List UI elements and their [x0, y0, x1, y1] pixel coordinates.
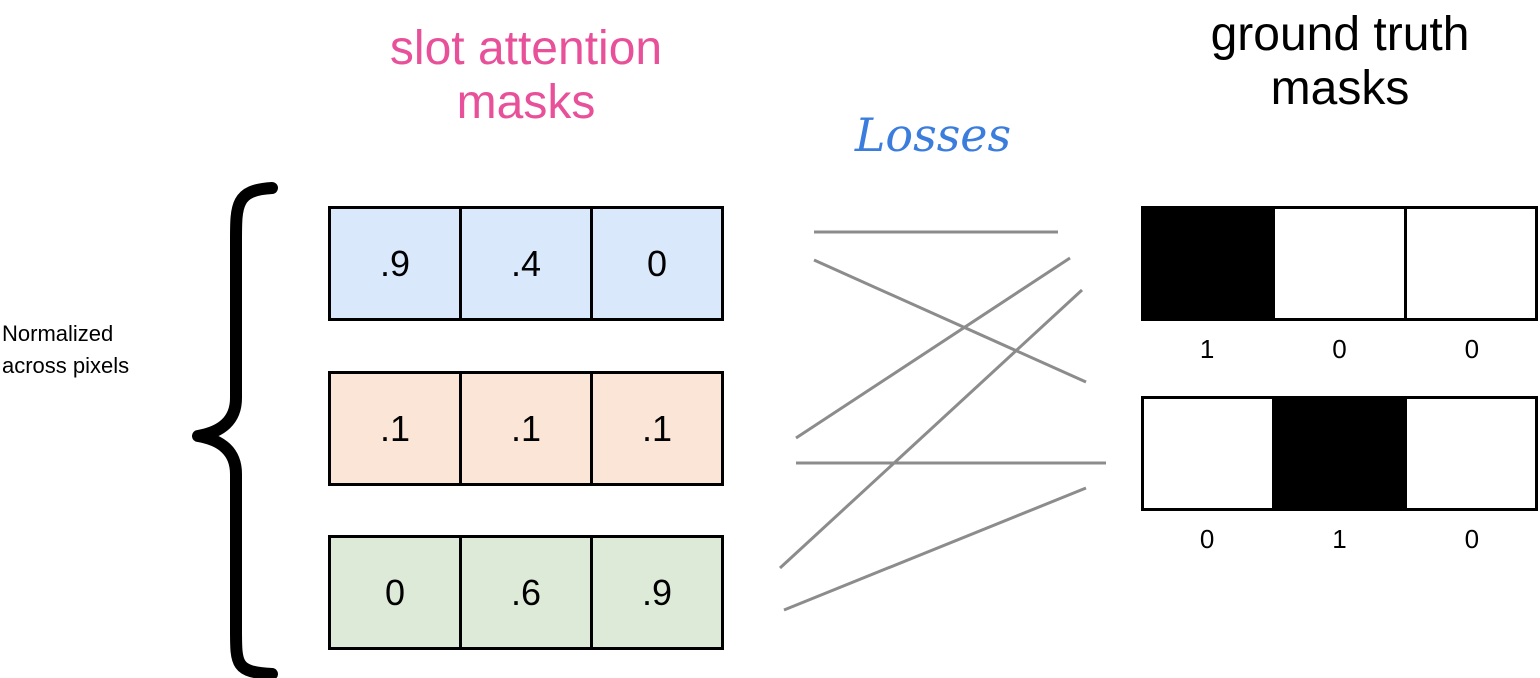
ground-truth-cell [1144, 209, 1276, 318]
slot-mask-cell: .9 [593, 538, 721, 647]
ground-truth-cell [1406, 209, 1535, 318]
ground-truth-value: 0 [1199, 524, 1215, 554]
curly-brace [192, 182, 278, 678]
slot-mask-cell: .9 [331, 209, 462, 318]
loss-line [778, 288, 1084, 570]
loss-line [783, 486, 1087, 612]
slot-mask-cell: .4 [462, 209, 593, 318]
slot-mask-row-1: .9 .4 0 [328, 206, 724, 321]
losses-label: Losses [854, 108, 1012, 162]
ground-truth-value: 1 [1332, 524, 1347, 554]
slot-mask-cell: 0 [593, 209, 721, 318]
ground-truth-title: ground truth masks [1140, 8, 1540, 116]
ground-truth-row-1 [1141, 206, 1538, 321]
ground-truth-row-2 [1141, 396, 1538, 511]
normalization-label-line1: Normalized [2, 321, 114, 346]
loss-line [813, 258, 1087, 384]
ground-truth-title-line1: ground truth [1210, 8, 1470, 61]
normalization-label: Normalized across pixels [2, 318, 182, 382]
slot-attention-title-line2: masks [456, 76, 596, 129]
ground-truth-value: 1 [1199, 334, 1215, 364]
slot-mask-cell: .6 [462, 538, 593, 647]
slot-mask-row-3: 0 .6 .9 [328, 535, 724, 650]
slot-mask-cell: .1 [462, 374, 593, 483]
ground-truth-value: 0 [1464, 334, 1480, 364]
slot-mask-cell: .1 [593, 374, 721, 483]
ground-truth-title-line2: masks [1270, 62, 1410, 115]
slot-mask-row-2: .1 .1 .1 [328, 371, 724, 486]
slot-attention-title-line1: slot attention [389, 22, 663, 75]
ground-truth-value: 0 [1332, 334, 1347, 364]
ground-truth-value: 0 [1464, 524, 1480, 554]
ground-truth-cell [1406, 399, 1535, 508]
loss-line [795, 256, 1071, 440]
slot-mask-cell: 0 [331, 538, 462, 647]
slot-attention-title: slot attention masks [330, 22, 722, 130]
ground-truth-cell [1275, 399, 1407, 508]
normalization-label-line2: across pixels [2, 353, 130, 378]
ground-truth-cell [1275, 209, 1407, 318]
slot-mask-cell: .1 [331, 374, 462, 483]
ground-truth-values-1: 1 0 0 [1141, 334, 1538, 365]
ground-truth-values-2: 0 1 0 [1141, 524, 1538, 555]
ground-truth-cell [1144, 399, 1276, 508]
